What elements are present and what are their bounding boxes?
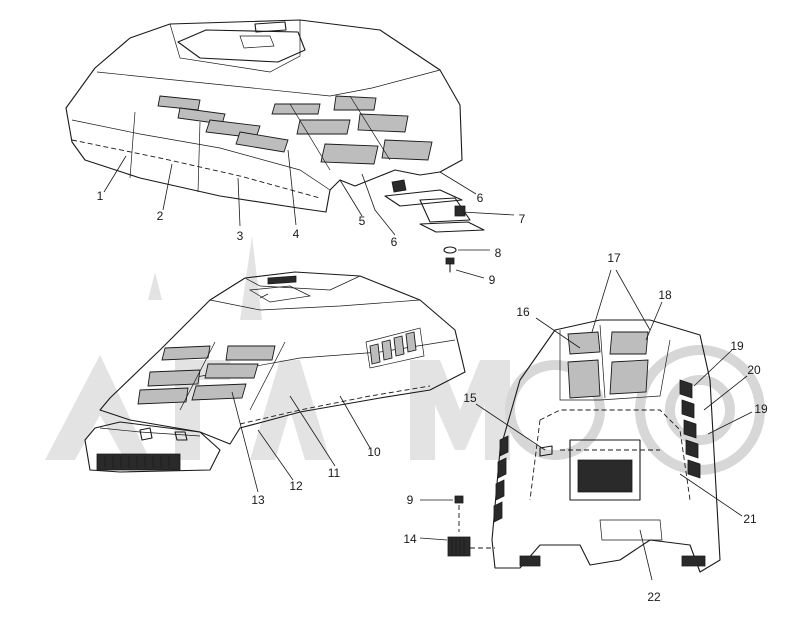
callout-6-lower: 6	[391, 235, 398, 249]
washer-and-screw-top	[443, 246, 457, 273]
screw-and-grommet-bottom	[447, 495, 495, 557]
callout-16: 16	[516, 305, 530, 319]
callout-13: 13	[251, 493, 265, 507]
callout-7: 7	[519, 212, 526, 226]
hood-side-view	[84, 271, 466, 473]
callout-3: 3	[237, 229, 244, 243]
watermark-graphic	[45, 236, 765, 475]
callout-20: 20	[747, 363, 761, 377]
callout-18: 18	[658, 288, 672, 302]
callout-10: 10	[367, 445, 381, 459]
leader-lines	[103, 149, 753, 581]
hood-rear-view	[491, 319, 721, 573]
callout-11: 11	[328, 466, 341, 480]
callout-labels: 1 2 3 4 5 6 6 7 8 9 10 11 12 13 14 15 16…	[97, 189, 768, 604]
callout-9-top: 9	[489, 273, 496, 287]
callout-1: 1	[97, 189, 104, 203]
callout-19-lower: 19	[754, 402, 768, 416]
callout-14: 14	[403, 532, 417, 546]
callout-5: 5	[359, 214, 366, 228]
callout-17: 17	[607, 251, 621, 265]
callout-12: 12	[289, 479, 303, 493]
hood-top-view	[65, 19, 485, 233]
callout-9-bottom: 9	[407, 493, 414, 507]
callout-19-upper: 19	[730, 339, 744, 353]
callout-22: 22	[647, 590, 661, 604]
callout-2: 2	[157, 209, 164, 223]
callout-4: 4	[293, 227, 300, 241]
callout-15: 15	[463, 391, 477, 405]
callout-21: 21	[743, 512, 757, 526]
callout-8: 8	[495, 246, 502, 260]
callout-6-upper: 6	[477, 191, 484, 205]
